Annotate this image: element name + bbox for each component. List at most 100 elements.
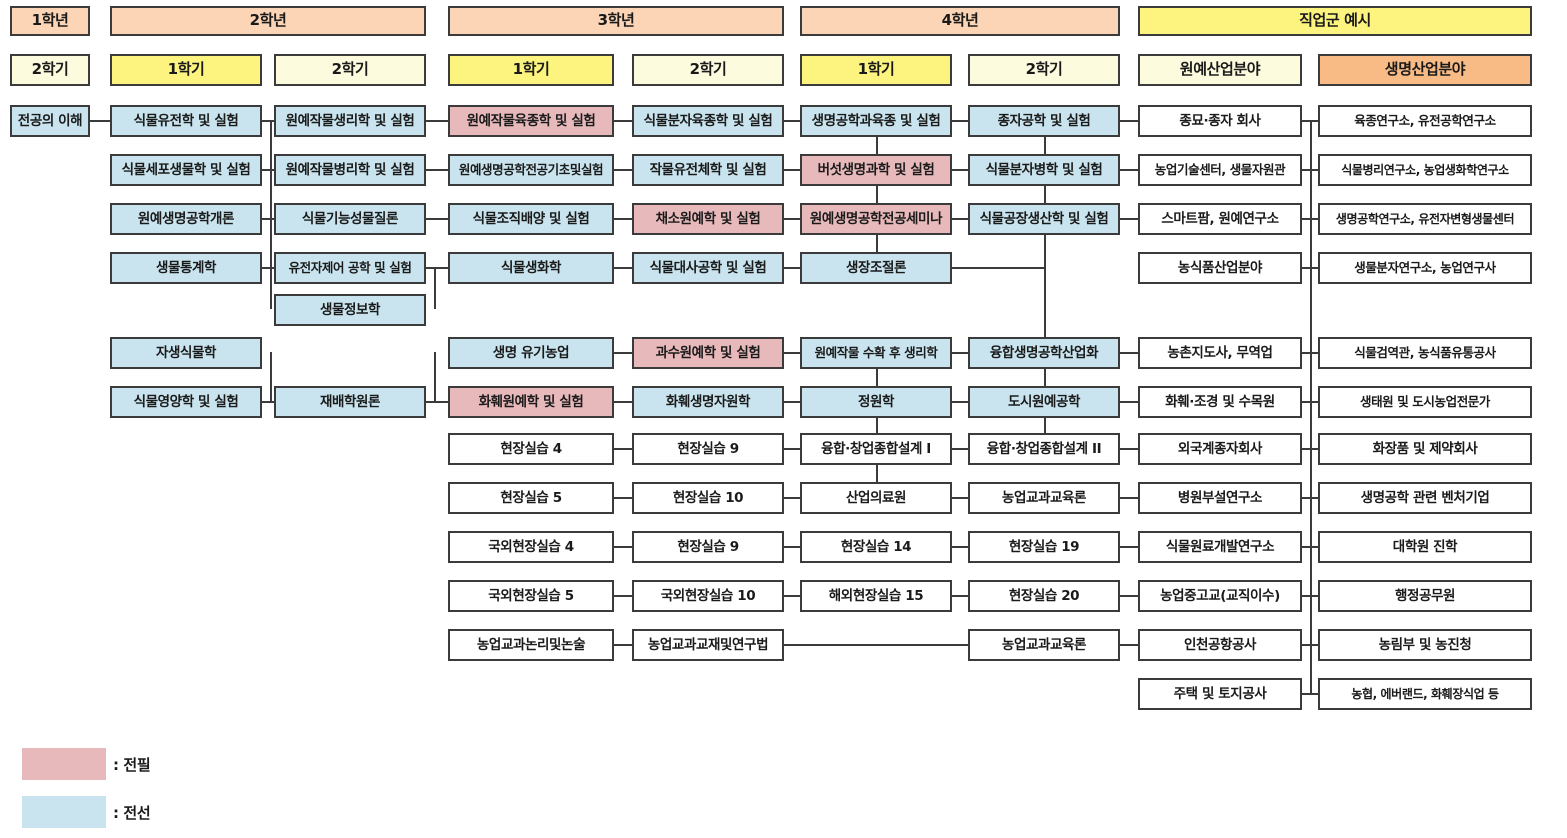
connector-c4-c5-r8 bbox=[614, 497, 632, 499]
node-c1-r0[interactable]: 전공의 이해 bbox=[10, 105, 90, 137]
connector-c4-c5-r9 bbox=[614, 546, 632, 548]
node-c2-r2[interactable]: 원예생명공학개론 bbox=[110, 203, 262, 235]
node-c9-r6[interactable]: 생태원 및 도시농업전문가 bbox=[1318, 386, 1532, 418]
node-c8-r3[interactable]: 농식품산업분야 bbox=[1138, 252, 1302, 284]
node-c9-r11[interactable]: 농림부 및 농진청 bbox=[1318, 629, 1532, 661]
node-c8-r8[interactable]: 병원부설연구소 bbox=[1138, 482, 1302, 514]
connector-c6-c7-r1 bbox=[952, 169, 968, 171]
node-c5-r6[interactable]: 화훼생명자원학 bbox=[632, 386, 784, 418]
node-c8-r6[interactable]: 화훼·조경 및 수목원 bbox=[1138, 386, 1302, 418]
node-c5-r9[interactable]: 현장실습 9 bbox=[632, 531, 784, 563]
node-c5-r7[interactable]: 현장실습 9 bbox=[632, 433, 784, 465]
node-c5-r10[interactable]: 국외현장실습 10 bbox=[632, 580, 784, 612]
node-c9-r3[interactable]: 생물분자연구소, 농업연구사 bbox=[1318, 252, 1532, 284]
connector-c5-c6-r1 bbox=[784, 169, 800, 171]
node-c3-r3[interactable]: 유전자제어 공학 및 실험 bbox=[274, 252, 426, 284]
node-c7-r9[interactable]: 현장실습 19 bbox=[968, 531, 1120, 563]
node-c5-r11[interactable]: 농업교과교재및연구법 bbox=[632, 629, 784, 661]
connector-bus-c9-r12 bbox=[1310, 693, 1318, 695]
connector-bus-c9-r5 bbox=[1310, 352, 1318, 354]
node-c6-r5[interactable]: 원예작물 수확 후 생리학 bbox=[800, 337, 952, 369]
semester-header-2: 1학기 bbox=[110, 54, 262, 86]
node-c5-r1[interactable]: 작물유전체학 및 실험 bbox=[632, 154, 784, 186]
node-c7-r11[interactable]: 농업교과교육론 bbox=[968, 629, 1120, 661]
node-c8-r5[interactable]: 농촌지도사, 무역업 bbox=[1138, 337, 1302, 369]
node-c8-r11[interactable]: 인천공항공사 bbox=[1138, 629, 1302, 661]
node-c4-r2[interactable]: 식물조직배양 및 실험 bbox=[448, 203, 614, 235]
node-c6-r6[interactable]: 정원학 bbox=[800, 386, 952, 418]
node-c4-r8[interactable]: 현장실습 5 bbox=[448, 482, 614, 514]
node-c6-r2[interactable]: 원예생명공학전공세미나 bbox=[800, 203, 952, 235]
node-c6-r9[interactable]: 현장실습 14 bbox=[800, 531, 952, 563]
node-c8-r10[interactable]: 농업중고교(교직이수) bbox=[1138, 580, 1302, 612]
connector-bus-c9-r3 bbox=[1310, 267, 1318, 269]
node-c4-r10[interactable]: 국외현장실습 5 bbox=[448, 580, 614, 612]
connector-c6-c7-r2 bbox=[952, 218, 968, 220]
node-c6-r3[interactable]: 생장조절론 bbox=[800, 252, 952, 284]
node-c2-r1[interactable]: 식물세포생물학 및 실험 bbox=[110, 154, 262, 186]
node-c7-r2[interactable]: 식물공장생산학 및 실험 bbox=[968, 203, 1120, 235]
node-c4-r7[interactable]: 현장실습 4 bbox=[448, 433, 614, 465]
node-c7-r1[interactable]: 식물분자병학 및 실험 bbox=[968, 154, 1120, 186]
legend-label-required: : 전필 bbox=[113, 756, 151, 774]
node-c6-r8[interactable]: 산업의료원 bbox=[800, 482, 952, 514]
node-c9-r9[interactable]: 대학원 진학 bbox=[1318, 531, 1532, 563]
node-c4-r3[interactable]: 식물생화학 bbox=[448, 252, 614, 284]
node-c9-r1[interactable]: 식물병리연구소, 농업생화학연구소 bbox=[1318, 154, 1532, 186]
node-c4-r1[interactable]: 원예생명공학전공기초및실험 bbox=[448, 154, 614, 186]
node-c7-r7[interactable]: 융합·창업종합설계 II bbox=[968, 433, 1120, 465]
semester-header-4: 1학기 bbox=[448, 54, 614, 86]
connector-c7-c8-r5 bbox=[1120, 352, 1138, 354]
node-c5-r8[interactable]: 현장실습 10 bbox=[632, 482, 784, 514]
connector-c3-c4-r1 bbox=[426, 169, 448, 171]
node-c8-r7[interactable]: 외국계종자회사 bbox=[1138, 433, 1302, 465]
node-c5-r2[interactable]: 채소원예학 및 실험 bbox=[632, 203, 784, 235]
node-c3-r0[interactable]: 원예작물생리학 및 실험 bbox=[274, 105, 426, 137]
node-c8-r1[interactable]: 농업기술센터, 생물자원관 bbox=[1138, 154, 1302, 186]
node-c7-r5[interactable]: 융합생명공학산업화 bbox=[968, 337, 1120, 369]
node-c7-r10[interactable]: 현장실습 20 bbox=[968, 580, 1120, 612]
connector-c6-c7-r7 bbox=[952, 448, 968, 450]
node-c8-r0[interactable]: 종묘·종자 회사 bbox=[1138, 105, 1302, 137]
connector-c7-c8-r11 bbox=[1120, 644, 1138, 646]
connector-c4-c5-r10 bbox=[614, 595, 632, 597]
node-c9-r12[interactable]: 농협, 에버랜드, 화훼장식업 등 bbox=[1318, 678, 1532, 710]
node-c8-r9[interactable]: 식물원료개발연구소 bbox=[1138, 531, 1302, 563]
node-c3-r4[interactable]: 생물정보학 bbox=[274, 294, 426, 326]
node-c9-r5[interactable]: 식물검역관, 농식품유통공사 bbox=[1318, 337, 1532, 369]
node-c9-r7[interactable]: 화장품 및 제약회사 bbox=[1318, 433, 1532, 465]
node-c7-r8[interactable]: 농업교과교육론 bbox=[968, 482, 1120, 514]
node-c6-r1[interactable]: 버섯생명과학 및 실험 bbox=[800, 154, 952, 186]
node-c6-r0[interactable]: 생명공학과육종 및 실험 bbox=[800, 105, 952, 137]
node-c5-r0[interactable]: 식물분자육종학 및 실험 bbox=[632, 105, 784, 137]
node-c2-r3[interactable]: 생물통계학 bbox=[110, 252, 262, 284]
connector-bus-c9-r2 bbox=[1310, 218, 1318, 220]
node-c5-r5[interactable]: 과수원예학 및 실험 bbox=[632, 337, 784, 369]
node-c9-r0[interactable]: 육종연구소, 유전공학연구소 bbox=[1318, 105, 1532, 137]
node-c9-r2[interactable]: 생명공학연구소, 유전자변형생물센터 bbox=[1318, 203, 1532, 235]
connector-c4-c5-r11 bbox=[614, 644, 632, 646]
node-c3-r2[interactable]: 식물기능성물질론 bbox=[274, 203, 426, 235]
connector-c5-c6-r6 bbox=[784, 401, 800, 403]
node-c9-r8[interactable]: 생명공학 관련 벤처기업 bbox=[1318, 482, 1532, 514]
node-c4-r5[interactable]: 생명 유기농업 bbox=[448, 337, 614, 369]
node-c7-r0[interactable]: 종자공학 및 실험 bbox=[968, 105, 1120, 137]
node-c4-r6[interactable]: 화훼원예학 및 실험 bbox=[448, 386, 614, 418]
node-c9-r10[interactable]: 행정공무원 bbox=[1318, 580, 1532, 612]
node-c2-r6[interactable]: 식물영양학 및 실험 bbox=[110, 386, 262, 418]
node-c7-r6[interactable]: 도시원예공학 bbox=[968, 386, 1120, 418]
node-c6-r7[interactable]: 융합·창업종합설계 I bbox=[800, 433, 952, 465]
semester-header-8: 원예산업분야 bbox=[1138, 54, 1302, 86]
node-c3-r1[interactable]: 원예작물병리학 및 실험 bbox=[274, 154, 426, 186]
node-c5-r3[interactable]: 식물대사공학 및 실험 bbox=[632, 252, 784, 284]
node-c4-r11[interactable]: 농업교과논리및논술 bbox=[448, 629, 614, 661]
node-c6-r10[interactable]: 해외현장실습 15 bbox=[800, 580, 952, 612]
node-c3-r6[interactable]: 재배학원론 bbox=[274, 386, 426, 418]
node-c2-r5[interactable]: 자생식물학 bbox=[110, 337, 262, 369]
node-c4-r9[interactable]: 국외현장실습 4 bbox=[448, 531, 614, 563]
node-c8-r2[interactable]: 스마트팜, 원예연구소 bbox=[1138, 203, 1302, 235]
node-c2-r0[interactable]: 식물유전학 및 실험 bbox=[110, 105, 262, 137]
year-header-1: 1학년 bbox=[10, 6, 90, 36]
node-c8-r12[interactable]: 주택 및 토지공사 bbox=[1138, 678, 1302, 710]
node-c4-r0[interactable]: 원예작물육종학 및 실험 bbox=[448, 105, 614, 137]
